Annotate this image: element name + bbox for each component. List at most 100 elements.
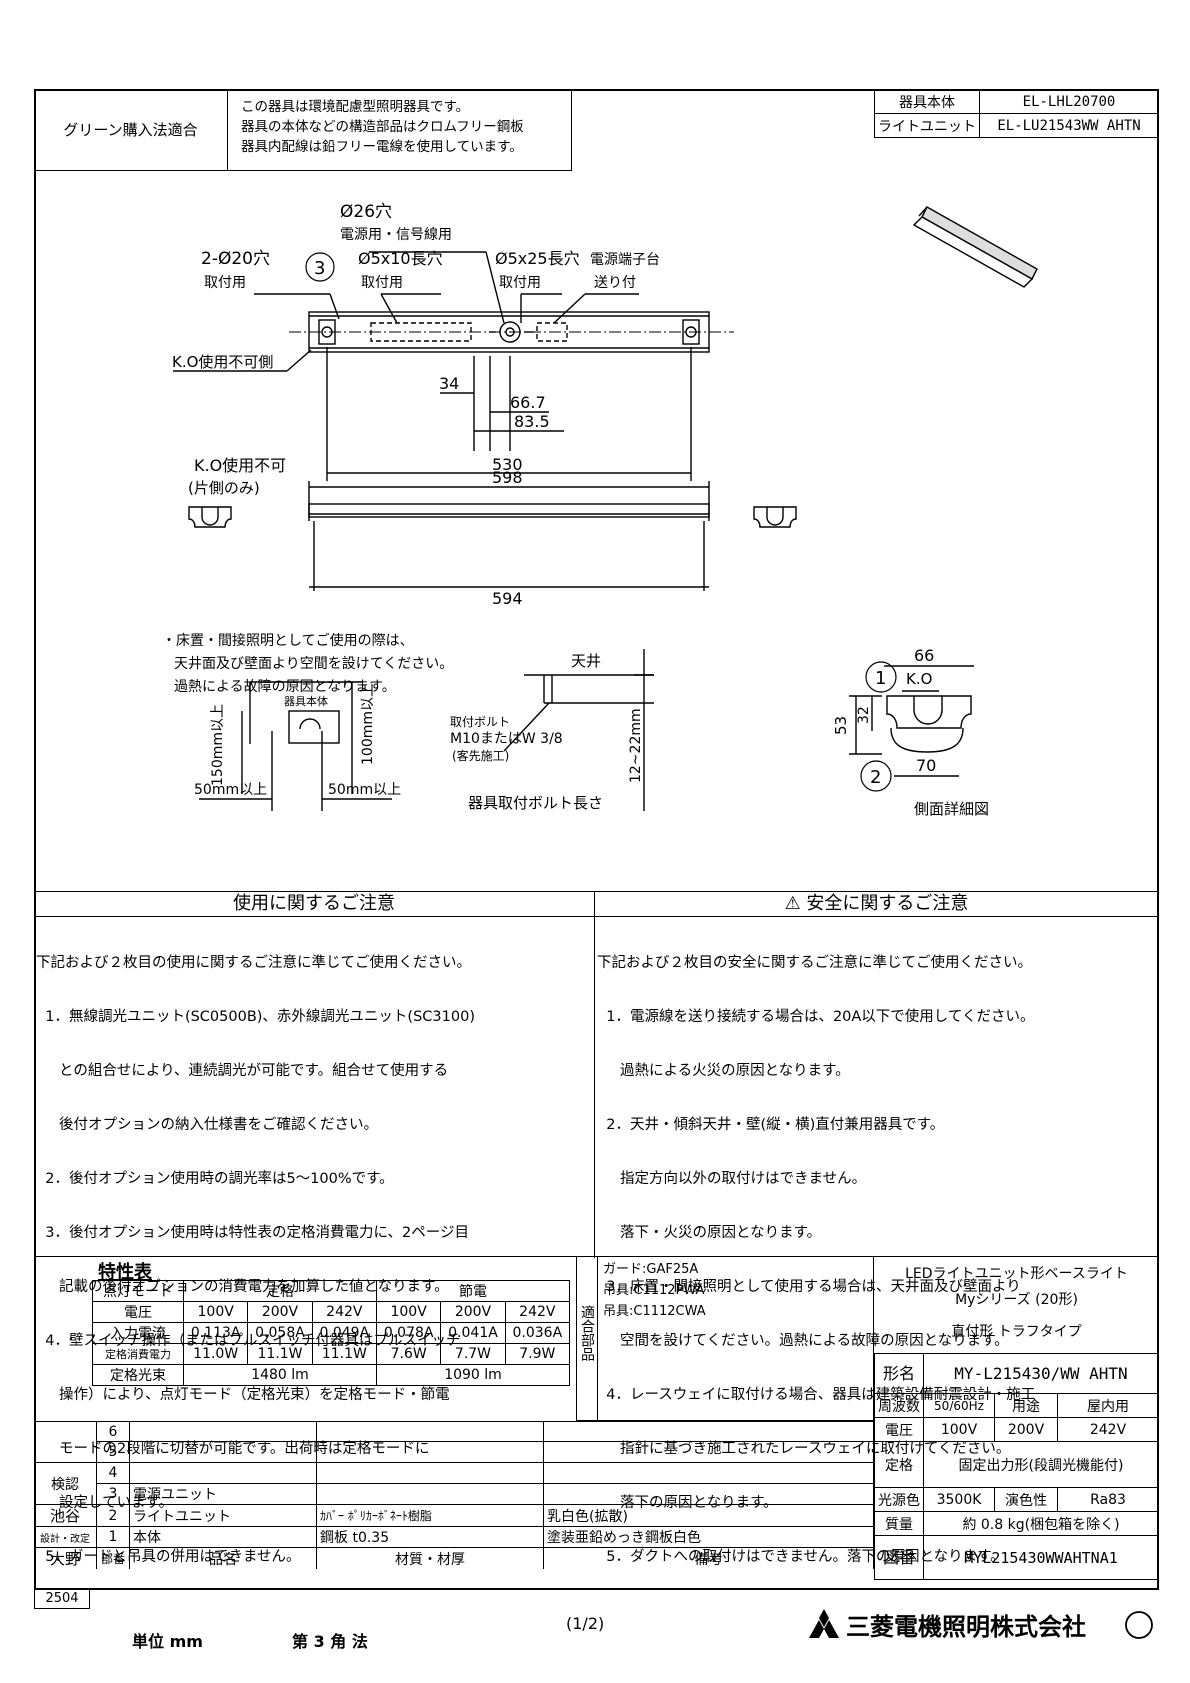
freq-value: 50/60Hz: [923, 1393, 995, 1418]
unit-label: ライトユニット: [874, 113, 980, 138]
power-cell: 11.0W: [182, 1343, 249, 1365]
part-item: 吊具:C1112PWA: [603, 1283, 705, 1298]
bolt-diagram: [503, 649, 654, 811]
ko-one-side-label: (片側のみ): [188, 479, 260, 497]
safety-item-line: 指定方向以外の取付けはできません。: [597, 1171, 867, 1187]
side-dim-53: 53: [832, 716, 850, 735]
bolt-spec-label: M10またはW 3/8: [450, 731, 563, 747]
floor-note-3: 過熱による故障の原因となります。: [174, 679, 396, 695]
bom-no: 6: [96, 1421, 130, 1442]
eco-line-3: 器具内配線は鉛フリー電線を使用しています。: [241, 139, 523, 155]
bom-remark: [543, 1421, 874, 1442]
power-cell: 11.1W: [247, 1343, 313, 1365]
safety-item-line: 1．電源線を送り接続する場合は、20A以下で使用してください。: [597, 1009, 1035, 1025]
clearance-100: 100mm以上: [360, 683, 376, 765]
color-value: 3500K: [923, 1487, 995, 1512]
cri-label: 演色性: [994, 1487, 1058, 1512]
header-green-box: グリーン購入法適合: [34, 89, 228, 171]
slot510-label: Ø5x10長穴: [358, 249, 443, 268]
drawing-sheet: [34, 89, 1159, 1590]
bom-col-no: 部番: [96, 1547, 130, 1569]
bom-name: 本体: [129, 1526, 317, 1548]
circle-mark-icon: [1125, 1611, 1153, 1639]
product-name-3: 直付形 トラフタイプ: [951, 1324, 1082, 1340]
ko-unusable-label: K.O使用不可: [194, 456, 286, 475]
color-label: 光源色: [874, 1487, 924, 1512]
mass-value: 約 0.8 kg(梱包箱を除く): [923, 1511, 1159, 1536]
bom-name: [129, 1462, 317, 1484]
voltage-cell: 242V: [504, 1301, 571, 1323]
terminal-sub-label: 送り付: [594, 275, 636, 291]
clearance-50-left: 50mm以上: [194, 782, 267, 798]
body-label: 器具本体: [874, 89, 980, 114]
bom-material: [316, 1483, 544, 1505]
power-cell: 7.7W: [440, 1343, 506, 1365]
hole26-label: Ø26穴: [340, 202, 392, 222]
use-item-line: 操作）により、点灯モード（定格光束）を定格モード・節電: [36, 1387, 450, 1403]
current-cell: 0.078A: [375, 1322, 442, 1344]
company-name: 三菱電機照明株式会社: [846, 1613, 1086, 1641]
clearance-150: 150mm以上: [210, 704, 226, 786]
floor-note-2: 天井面及び壁面より空間を設けてください。: [174, 656, 453, 672]
slot510-sub-label: 取付用: [361, 275, 403, 291]
balloon-1-label: 1: [875, 668, 886, 689]
balloon-3-label: 3: [314, 258, 325, 279]
part-item: 吊具:C1112CWA: [603, 1304, 706, 1319]
ko-unusable-side-label: K.O使用不可側: [172, 353, 273, 371]
front-view: [188, 481, 797, 591]
current-cell: 0.036A: [504, 1322, 571, 1344]
hole26-sub-label: 電源用・信号線用: [340, 227, 452, 243]
balloon-3: [305, 252, 335, 282]
bom-remark: [543, 1462, 874, 1484]
green-purchase-label: グリーン購入法適合: [63, 121, 198, 139]
product-name-box: LEDライトユニット形ベースライト Myシリーズ (20形) 直付形 トラフタイ…: [874, 1257, 1159, 1354]
bom-remark: [543, 1483, 874, 1505]
side-ko-label: K.O: [906, 670, 932, 688]
safety-item-line: 空間を設けてください。過熱による故障の原因となります。: [597, 1333, 1009, 1349]
side-detail-view: [849, 665, 974, 777]
current-cell: 0.113A: [182, 1322, 249, 1344]
dim-594: 594: [492, 589, 523, 608]
hole20-label: 2-Ø20穴: [201, 249, 270, 269]
eco-line-1: この器具は環境配慮型照明器具です。: [241, 99, 470, 115]
bom-no: 2: [96, 1504, 130, 1527]
bom-col-name: 品名: [129, 1547, 317, 1569]
technical-drawing: Ø26穴 電源用・信号線用 2-Ø20穴 取付用 3 Ø5x10長穴 取付用 Ø…: [162, 202, 1038, 818]
safety-item-line: 2．天井・傾斜天井・壁(縦・横)直付兼用器具です。: [597, 1117, 945, 1133]
bom-remark: 塗装亜鉛めっき鋼板白色: [543, 1526, 874, 1548]
bom-material: ｶﾊﾞｰ ﾎﾟﾘｶｰﾎﾞﾈｰﾄ樹脂: [316, 1504, 544, 1527]
dim-66-7: 66.7: [510, 393, 546, 412]
mode-rated: 定格: [183, 1280, 377, 1302]
dim-34: 34: [439, 374, 459, 393]
safety-item-line: 過熱による火災の原因となります。: [597, 1063, 850, 1079]
rating-label: 定格: [874, 1441, 924, 1488]
bom-no: 1: [96, 1526, 130, 1548]
side-dim-32: 32: [856, 706, 872, 724]
freq-label: 周波数: [874, 1393, 924, 1418]
model-label: 形名: [874, 1353, 924, 1394]
safety-item-line: 3．床置・間接照明として使用する場合は、天井面及び壁面より: [597, 1279, 1021, 1295]
floor-note-1: ・床置・間接照明としてご使用の際は、: [162, 632, 414, 649]
bom-name: 電源ユニット: [129, 1483, 317, 1505]
top-view: [173, 251, 734, 481]
power-label: 定格消費電力: [92, 1343, 184, 1365]
safety-notes-title: ⚠ 安全に関するご注意: [594, 892, 1159, 917]
body-value: EL-LHL20700: [979, 89, 1159, 114]
volt-cell: 100V: [923, 1417, 995, 1442]
terminal-label: 電源端子台: [590, 252, 660, 268]
bom-remark: 乳白色(拡散): [543, 1504, 874, 1527]
side-dim-66: 66: [914, 646, 934, 665]
use-label: 用途: [994, 1393, 1058, 1418]
hole20-sub-label: 取付用: [204, 275, 246, 291]
power-cell: 11.1W: [311, 1343, 377, 1365]
volt-cell: 200V: [994, 1417, 1058, 1442]
voltage-cell: 200V: [440, 1301, 506, 1323]
model-header-table: 器具本体 EL-LHL20700 ライトユニット EL-LU21543WW AH…: [874, 89, 1159, 138]
use-item-line: 1．無線調光ユニット(SC0500B)、赤外線調光ユニット(SC3100): [36, 1009, 475, 1025]
design-name: 大野: [34, 1547, 97, 1569]
safety-intro: 下記および２枚目の安全に関するご注意に準じてご使用ください。: [597, 955, 1032, 971]
current-cell: 0.041A: [440, 1322, 506, 1344]
balloon-2-label: 2: [870, 767, 881, 788]
voltage-cell: 242V: [311, 1301, 377, 1323]
bom-col-material: 材質・材厚: [316, 1547, 544, 1569]
